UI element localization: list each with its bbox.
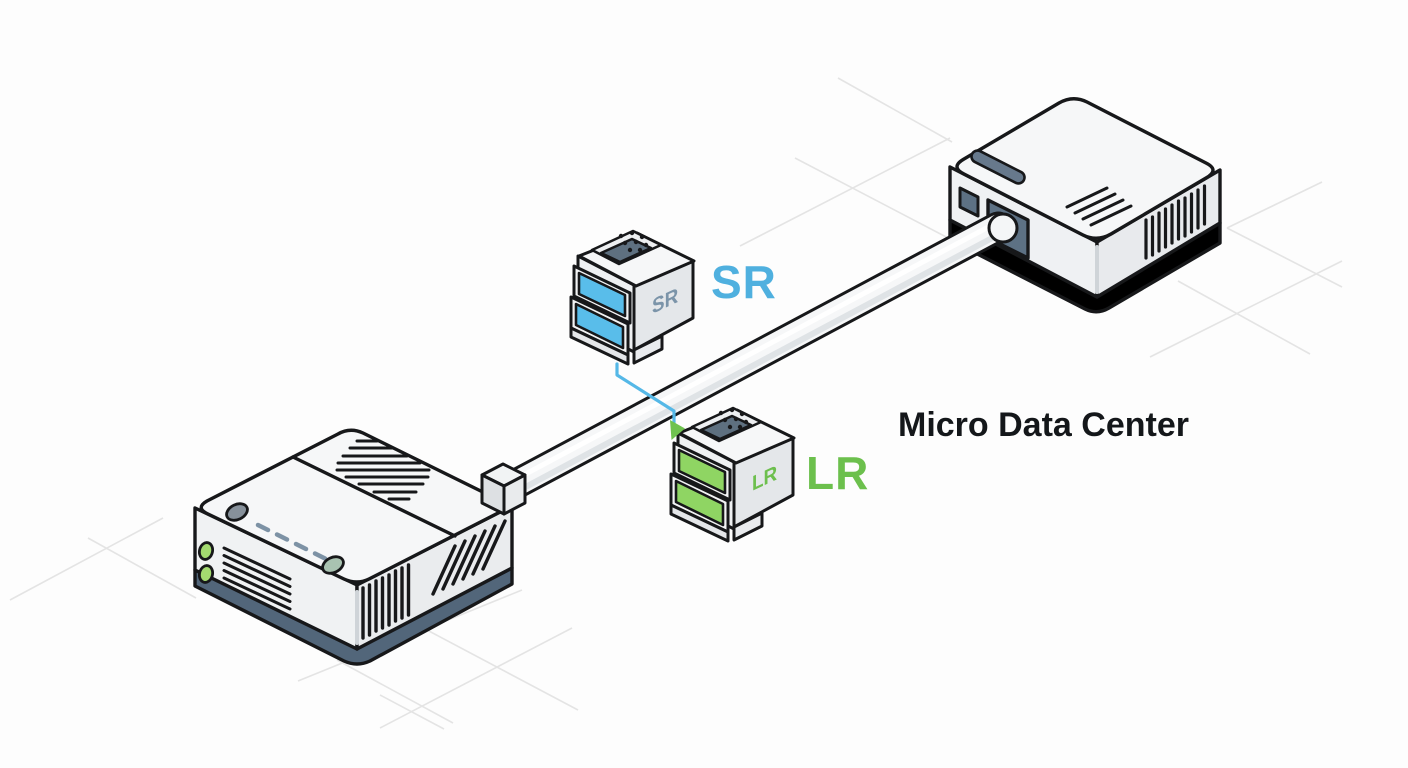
top-divider <box>291 455 457 538</box>
left-vent-grill <box>222 546 292 611</box>
cable-connector <box>480 462 527 516</box>
link-led-2 <box>197 564 215 584</box>
cable-tip <box>987 212 1019 244</box>
front-vent-slashes <box>431 519 507 596</box>
sr-port-lower <box>574 302 625 350</box>
sr-port-upper <box>577 271 627 318</box>
front-vent-slats <box>361 563 411 640</box>
side-vent-slats <box>1144 184 1207 260</box>
lr-port-lower <box>674 479 725 527</box>
link-line <box>615 362 685 440</box>
status-led <box>321 555 345 575</box>
lr-port-upper <box>677 448 727 495</box>
top-dashes <box>255 522 328 561</box>
power-led <box>225 502 249 522</box>
aux-port <box>958 186 980 218</box>
top-vent-slashes <box>1065 186 1133 227</box>
link-led-1 <box>197 541 215 561</box>
lr-label: LR <box>806 447 870 499</box>
title: Micro Data Center <box>898 406 1189 444</box>
edge-device <box>193 428 514 666</box>
sr-label: SR <box>711 256 777 308</box>
top-slot <box>970 149 1026 185</box>
link-arrow-icon <box>670 420 685 440</box>
sr-transceiver: SR <box>569 229 696 366</box>
device-top-face <box>955 97 1215 240</box>
lr-transceiver: LR <box>669 406 796 543</box>
grid-lines <box>9 77 1343 730</box>
micro-data-center-device <box>948 97 1222 314</box>
fiber-cable <box>500 211 1019 500</box>
vent-diamond <box>335 439 431 501</box>
